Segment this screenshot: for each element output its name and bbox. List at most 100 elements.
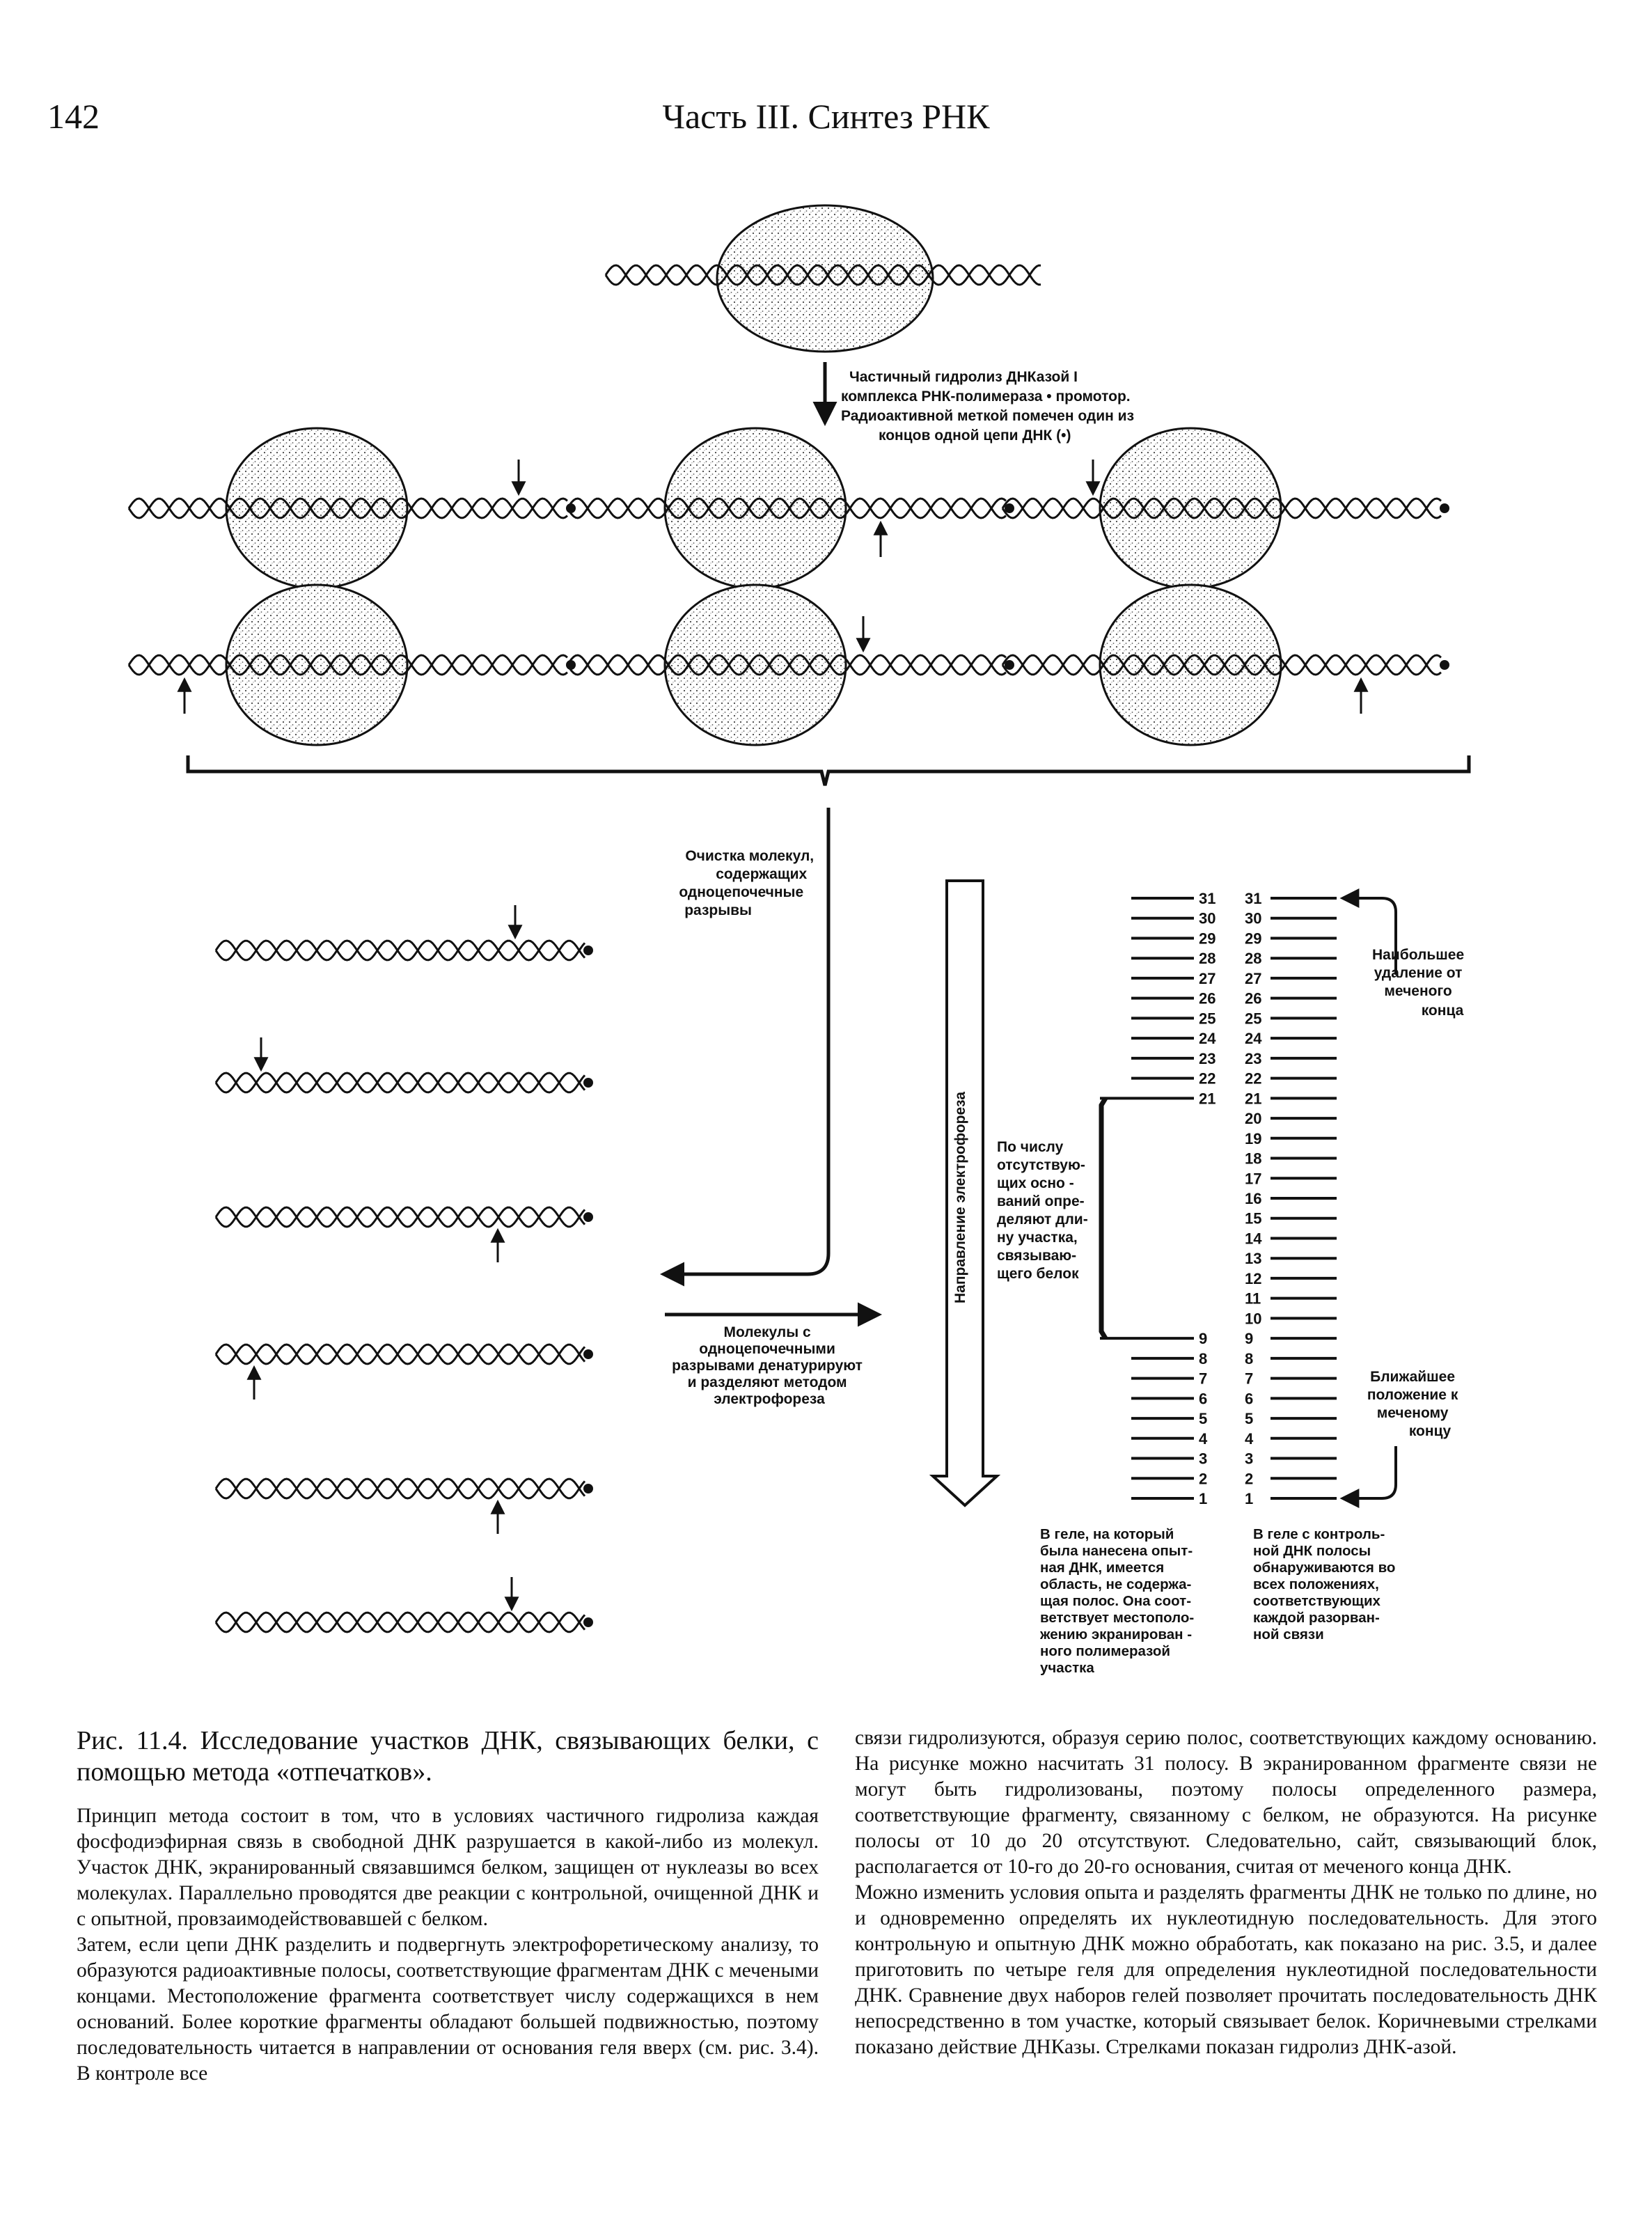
radioactive-label-dot [583, 946, 593, 955]
dna-strand [1001, 654, 1442, 676]
svg-text:Молекулы с одноцепочечными: Молекулы с одноцепочечными разрывами ден… [672, 1324, 867, 1407]
electrophoresis-direction-label: Направление электрофореза [952, 1092, 968, 1303]
band-number-control: 24 [1245, 1030, 1262, 1047]
dnase-footprinting-figure: 3130292827262524232221987654321313029282… [127, 204, 1471, 1676]
svg-text:В геле с контроль- ной ДНК: В геле с контроль- ной ДНК полосы обнару… [1253, 1526, 1399, 1642]
dna-strand [214, 1343, 586, 1365]
missing-region-bracket [1099, 1097, 1108, 1340]
band-number-control: 10 [1245, 1310, 1261, 1327]
count-label-line: щих осно - [997, 1175, 1074, 1191]
band-number-control: 27 [1245, 970, 1261, 987]
count-label-line: связываю- [997, 1248, 1076, 1264]
dna-helix-complex [1001, 497, 1442, 519]
gel-experimental-caption-line: В геле, на который [1040, 1526, 1174, 1542]
rna-polymerase-blob [663, 427, 847, 590]
svg-text:Наибольшее удаление от: Наибольшее удаление от меченого конца [1372, 947, 1468, 1019]
radioactive-label-dot [583, 1349, 593, 1359]
band-number-control: 22 [1245, 1070, 1261, 1088]
count-label-line: ваний опре- [997, 1193, 1085, 1209]
purify-label-line: одноцепочечные [679, 884, 803, 900]
purify-label-line: Очистка молекул, [685, 848, 814, 864]
caption-paragraph: Затем, если цепи ДНК разделить и подверг… [77, 1934, 819, 2085]
dna-strand [604, 264, 1041, 286]
band-number-experimental: 8 [1199, 1350, 1207, 1367]
band-number-experimental: 24 [1199, 1030, 1216, 1047]
band-number-control: 14 [1245, 1230, 1262, 1247]
rna-polymerase-blob [1099, 583, 1282, 746]
dna-strand [127, 497, 568, 519]
nearest-label-line: положение к [1367, 1387, 1458, 1403]
page-number: 142 [47, 97, 100, 136]
band-number-experimental: 31 [1199, 890, 1216, 907]
rna-polymerase-blob [225, 583, 409, 746]
rna-polymerase-blob [225, 427, 409, 590]
count-label-line: ну участка, [997, 1230, 1078, 1246]
gel-control-caption-line: ной ДНК полосы [1253, 1543, 1371, 1559]
band-number-control: 2 [1245, 1470, 1253, 1487]
band-number-experimental: 2 [1199, 1470, 1207, 1487]
dna-strand [214, 1477, 586, 1500]
band-number-control: 16 [1245, 1190, 1261, 1207]
dna-strand [566, 497, 1007, 519]
nearest-hook-arrow [1339, 1446, 1397, 1508]
dna-helix-free [214, 1343, 586, 1365]
band-number-experimental: 21 [1199, 1090, 1216, 1107]
band-number-experimental: 30 [1199, 910, 1216, 927]
farthest-label-line: конца [1422, 1003, 1464, 1019]
farthest-label-line: Наибольшее [1372, 947, 1464, 963]
step1-label-line: Частичный гидролиз ДНКазой I [849, 369, 1078, 385]
svg-text:Частичный гидролиз ДНКазой I: Частичный гидролиз ДНКазой I комплекса Р… [841, 369, 1138, 444]
denature-label-line: и разделяют методом [688, 1374, 847, 1390]
farthest-label-line: удаление от [1374, 965, 1463, 981]
band-number-control: 15 [1245, 1210, 1261, 1228]
gel-experimental-caption-line: ного полимеразой [1040, 1643, 1170, 1659]
nearest-label-line: меченому [1377, 1405, 1449, 1421]
purify-arrow [660, 808, 831, 1287]
dna-strand [214, 939, 586, 962]
band-number-experimental: 6 [1199, 1390, 1207, 1407]
band-number-experimental: 4 [1199, 1430, 1208, 1448]
figure-caption-title: Рис. 11.4. Исследование участков ДНК, св… [77, 1726, 819, 1787]
gel-experimental-caption-line: щая полос. Она соот- [1040, 1593, 1191, 1609]
rna-polymerase-blob [1099, 427, 1282, 590]
electrophoresis-direction-arrow [929, 879, 1001, 1507]
caption-right-column: связи гидролизуются, образуя серию полос… [855, 1725, 1597, 2060]
band-number-control: 19 [1245, 1130, 1261, 1147]
step1-label-line: Радиоактивной меткой помечен один из [841, 408, 1134, 424]
band-number-control: 26 [1245, 990, 1261, 1007]
radioactive-label-dot [583, 1212, 593, 1222]
band-number-control: 29 [1245, 930, 1261, 947]
denature-label-line: разрывами денатурируют [672, 1358, 863, 1374]
band-number-control: 11 [1245, 1290, 1261, 1308]
dna-helix-free [214, 1611, 586, 1633]
radioactive-label-dot [1005, 503, 1014, 513]
band-number-control: 18 [1245, 1150, 1261, 1168]
radioactive-label-dot [583, 1078, 593, 1088]
gel-experimental-caption-line: жению экранирован - [1039, 1626, 1192, 1642]
dna-strand [214, 939, 586, 962]
step1-label-line: концов одной цепи ДНК (•) [879, 428, 1071, 444]
band-number-control: 23 [1245, 1050, 1261, 1067]
nearest-label-line: концу [1409, 1423, 1452, 1439]
dna-helix-free [214, 1072, 586, 1094]
band-number-experimental: 5 [1199, 1410, 1207, 1427]
band-number-experimental: 1 [1199, 1490, 1207, 1507]
band-number-control: 1 [1245, 1490, 1253, 1507]
dna-strand [127, 497, 568, 519]
count-label-line: деляют дли- [997, 1212, 1088, 1228]
dna-strand [214, 1206, 586, 1228]
gel-control-caption-line: всех положениях, [1253, 1576, 1379, 1592]
gel-experimental-caption-line: ная ДНК, имеется [1040, 1560, 1164, 1576]
radioactive-label-dot [583, 1484, 593, 1493]
farthest-hook-arrow [1339, 888, 1397, 975]
svg-text:В геле, на который была на: В геле, на который была нанесена опыт- н… [1039, 1526, 1198, 1676]
gel-experimental-caption-line: область, не содержа- [1040, 1576, 1191, 1592]
denature-label-line: электрофореза [714, 1391, 825, 1407]
farthest-label-line: меченого [1384, 983, 1452, 999]
dna-strand [1001, 497, 1442, 519]
band-number-experimental: 22 [1199, 1070, 1216, 1088]
nearest-label-line: Ближайшее [1370, 1369, 1455, 1385]
band-number-control: 8 [1245, 1350, 1253, 1367]
band-number-control: 13 [1245, 1250, 1261, 1267]
dna-strand [214, 1611, 586, 1633]
